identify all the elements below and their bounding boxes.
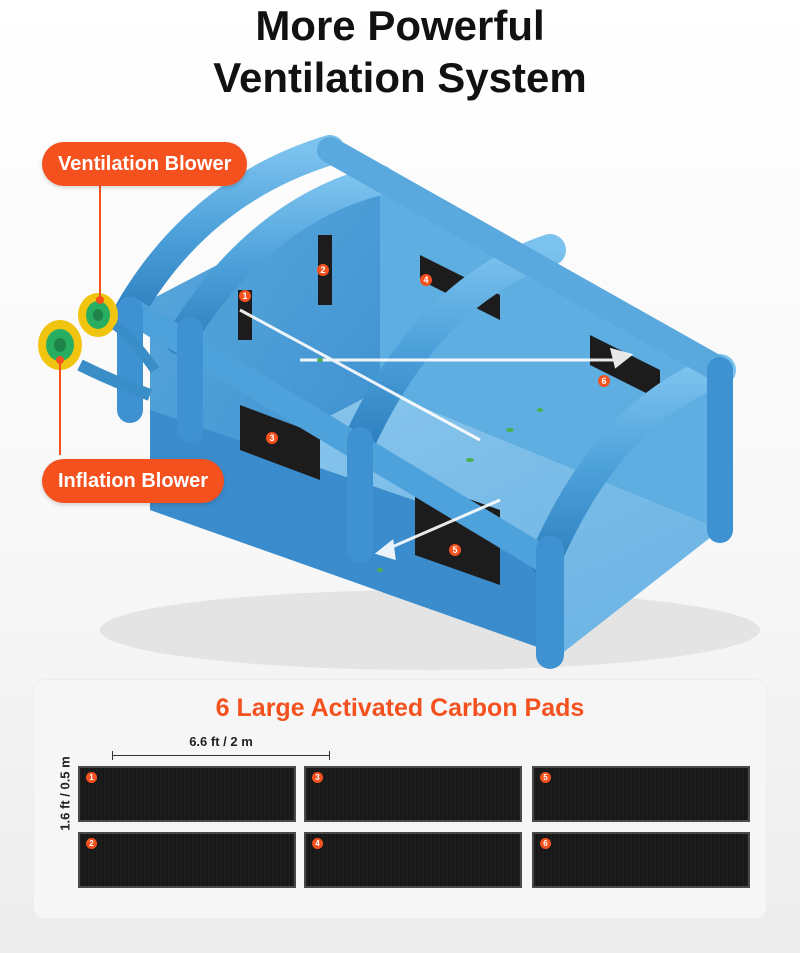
wall-pad-6 xyxy=(590,335,660,400)
carbon-pad-1: 1 xyxy=(78,766,296,822)
wall-pad-1 xyxy=(238,290,252,340)
pads-title: 6 Large Activated Carbon Pads xyxy=(215,694,585,722)
pad-number: 4 xyxy=(312,838,323,849)
height-dimension: 1.6 ft / 0.5 m xyxy=(50,756,80,831)
carbon-pad-6: 6 xyxy=(532,832,750,888)
carbon-pads-panel: 6 Large Activated Carbon Pads 6.6 ft / 2… xyxy=(34,680,766,918)
tent-illustration: 1 2 3 4 5 6 xyxy=(38,135,760,670)
carbon-pad-5: 5 xyxy=(532,766,750,822)
marker-4: 4 xyxy=(423,275,428,285)
marker-1: 1 xyxy=(242,291,247,301)
carbon-pad-2: 2 xyxy=(78,832,296,888)
headline-line-2: Ventilation System xyxy=(213,54,587,101)
pad-number: 6 xyxy=(540,838,551,849)
pad-number: 5 xyxy=(540,772,551,783)
pad-number: 3 xyxy=(312,772,323,783)
inflation-blower-icon xyxy=(38,320,82,370)
carbon-pad-4: 4 xyxy=(304,832,522,888)
headline: More Powerful Ventilation System xyxy=(0,0,800,104)
width-label: 6.6 ft / 2 m xyxy=(189,734,253,749)
carbon-pad-3: 3 xyxy=(304,766,522,822)
ventilation-blower-icon xyxy=(78,293,118,337)
marker-6: 6 xyxy=(601,376,606,386)
marker-2: 2 xyxy=(320,265,325,275)
ventilation-blower-callout: Ventilation Blower xyxy=(42,142,248,186)
wall-pad-3 xyxy=(240,405,320,480)
marker-3: 3 xyxy=(269,433,274,443)
pad-number: 1 xyxy=(86,772,97,783)
inflation-blower-callout: Inflation Blower xyxy=(42,459,224,503)
height-label: 1.6 ft / 0.5 m xyxy=(57,756,73,831)
width-dimension: 6.6 ft / 2 m xyxy=(112,734,330,760)
pad-number: 2 xyxy=(86,838,97,849)
headline-line-1: More Powerful xyxy=(255,2,545,49)
marker-5: 5 xyxy=(452,545,457,555)
